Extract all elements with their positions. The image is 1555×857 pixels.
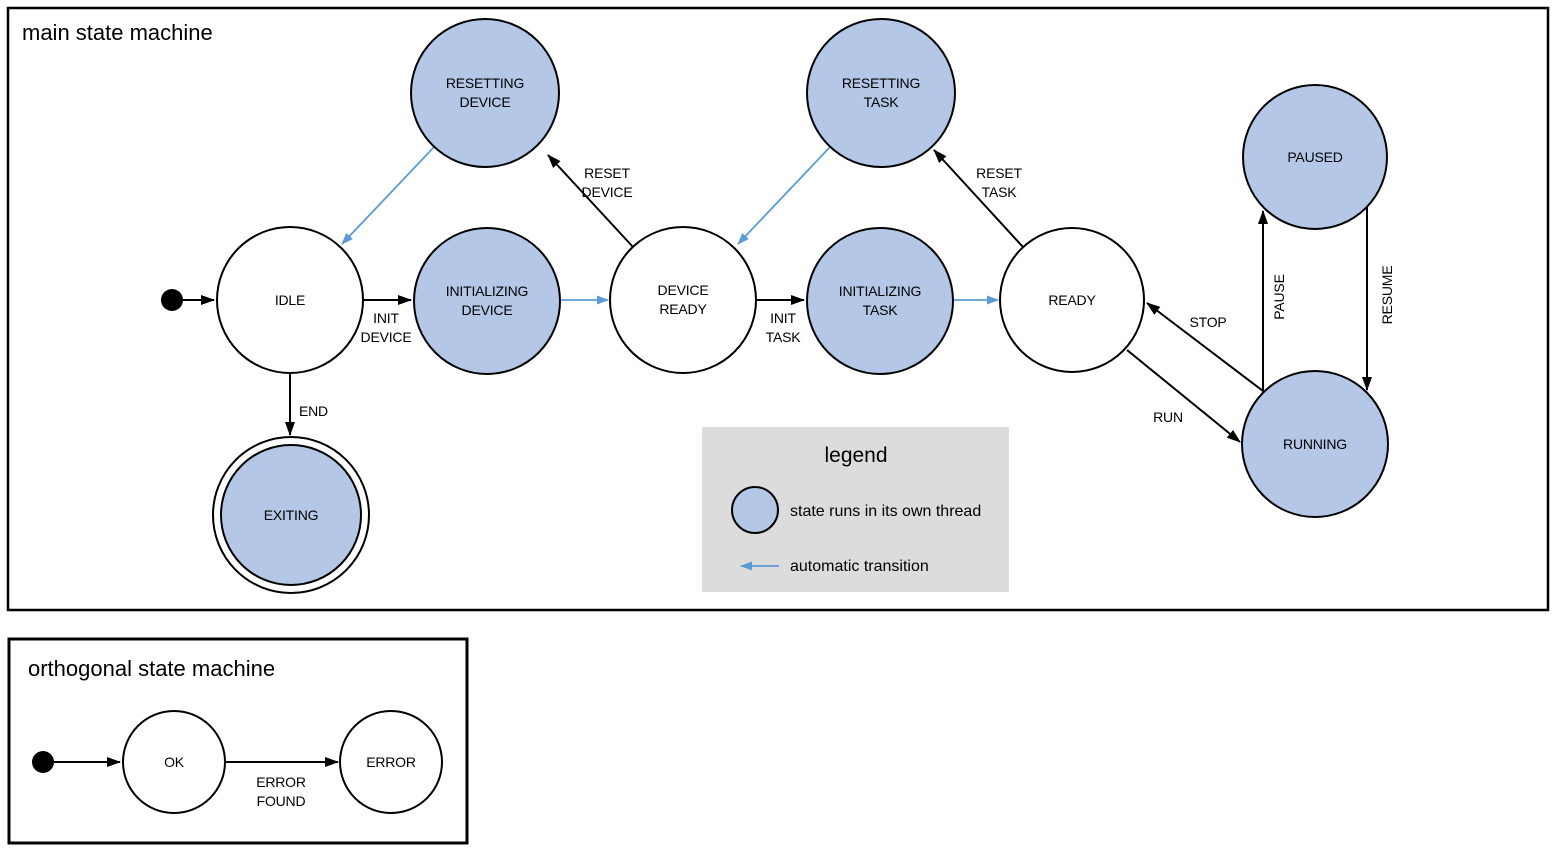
transition-pause-label: PAUSE	[1271, 274, 1287, 319]
orthogonal-panel-border	[7, 637, 469, 845]
state-exiting-label: EXITING	[264, 507, 319, 523]
legend-auto-item-label: automatic transition	[790, 558, 929, 575]
auto-transition-resetting-task-to-device-ready	[737, 146, 831, 245]
state-ok	[122, 710, 226, 814]
state-error-label: ERROR	[366, 754, 416, 770]
auto-transition-resetting-device-to-idle	[341, 146, 435, 245]
transition-stop-arrow	[1146, 302, 1264, 392]
legend-thread-item-label: state runs in its own thread	[790, 503, 981, 520]
legend: legend state runs in its own thread auto…	[702, 427, 1009, 592]
state-resetting-device-label-line1: RESETTING	[446, 75, 524, 91]
state-error	[339, 710, 443, 814]
state-initializing-task-label-line1: INITIALIZING	[839, 283, 921, 299]
main-state-machine: main state machine IDLE INITIALI	[6, 6, 1550, 612]
transition-reset-task-arrow	[933, 149, 1024, 248]
legend-title: legend	[824, 444, 887, 467]
transition-init-task-label-line1: INIT	[770, 310, 796, 326]
state-resetting-device	[410, 18, 560, 168]
transition-reset-device-arrow	[547, 154, 634, 248]
state-resetting-task	[806, 18, 956, 168]
transition-run-arrow	[1126, 349, 1241, 443]
transition-error-found-label-line2: FOUND	[257, 793, 306, 809]
state-initializing-device-label-line1: INITIALIZING	[446, 283, 528, 299]
state-exiting	[220, 444, 362, 586]
transition-init-task-label-line2: TASK	[766, 329, 802, 345]
state-initializing-task-label-line2: TASK	[863, 302, 899, 318]
transition-stop-label: STOP	[1189, 314, 1226, 330]
initial-state-dot	[161, 289, 183, 311]
state-running-label: RUNNING	[1283, 436, 1347, 452]
state-idle	[216, 226, 364, 374]
transition-reset-device-label-line1: RESET	[584, 165, 630, 181]
transition-init-device-label-line2: DEVICE	[361, 329, 412, 345]
state-device-ready-label-line2: READY	[659, 301, 707, 317]
state-resetting-task-label-line1: RESETTING	[842, 75, 920, 91]
state-running	[1241, 370, 1389, 518]
transition-init-device-label-line1: INIT	[373, 310, 399, 326]
transition-end-label: END	[299, 403, 328, 419]
state-device-ready	[609, 226, 757, 374]
state-initializing-task	[806, 227, 954, 375]
transition-resume-label: RESUME	[1379, 266, 1395, 325]
state-idle-label: IDLE	[275, 292, 305, 308]
orthogonal-initial-state-dot	[32, 751, 54, 773]
main-panel-border	[6, 6, 1550, 612]
transition-run-label: RUN	[1153, 409, 1183, 425]
state-initializing-device	[413, 227, 561, 375]
orthogonal-panel-title: orthogonal state machine	[28, 656, 275, 681]
state-paused-label: PAUSED	[1287, 149, 1342, 165]
transition-reset-device-label-line2: DEVICE	[582, 184, 633, 200]
transition-reset-task-label-line2: TASK	[982, 184, 1018, 200]
transition-reset-task-label-line1: RESET	[976, 165, 1022, 181]
transition-error-found-label-line1: ERROR	[256, 774, 306, 790]
state-ok-label: OK	[164, 754, 185, 770]
state-resetting-device-label-line2: DEVICE	[460, 94, 511, 110]
state-paused	[1242, 84, 1388, 230]
orthogonal-state-machine: orthogonal state machine OK ERROR ERROR …	[7, 637, 469, 845]
state-resetting-task-label-line2: TASK	[864, 94, 900, 110]
state-ready-label: READY	[1048, 292, 1096, 308]
state-initializing-device-label-line2: DEVICE	[462, 302, 513, 318]
state-ready	[999, 227, 1145, 373]
state-device-ready-label-line1: DEVICE	[658, 282, 709, 298]
main-panel-title: main state machine	[22, 20, 213, 45]
legend-thread-state-swatch	[731, 486, 779, 534]
